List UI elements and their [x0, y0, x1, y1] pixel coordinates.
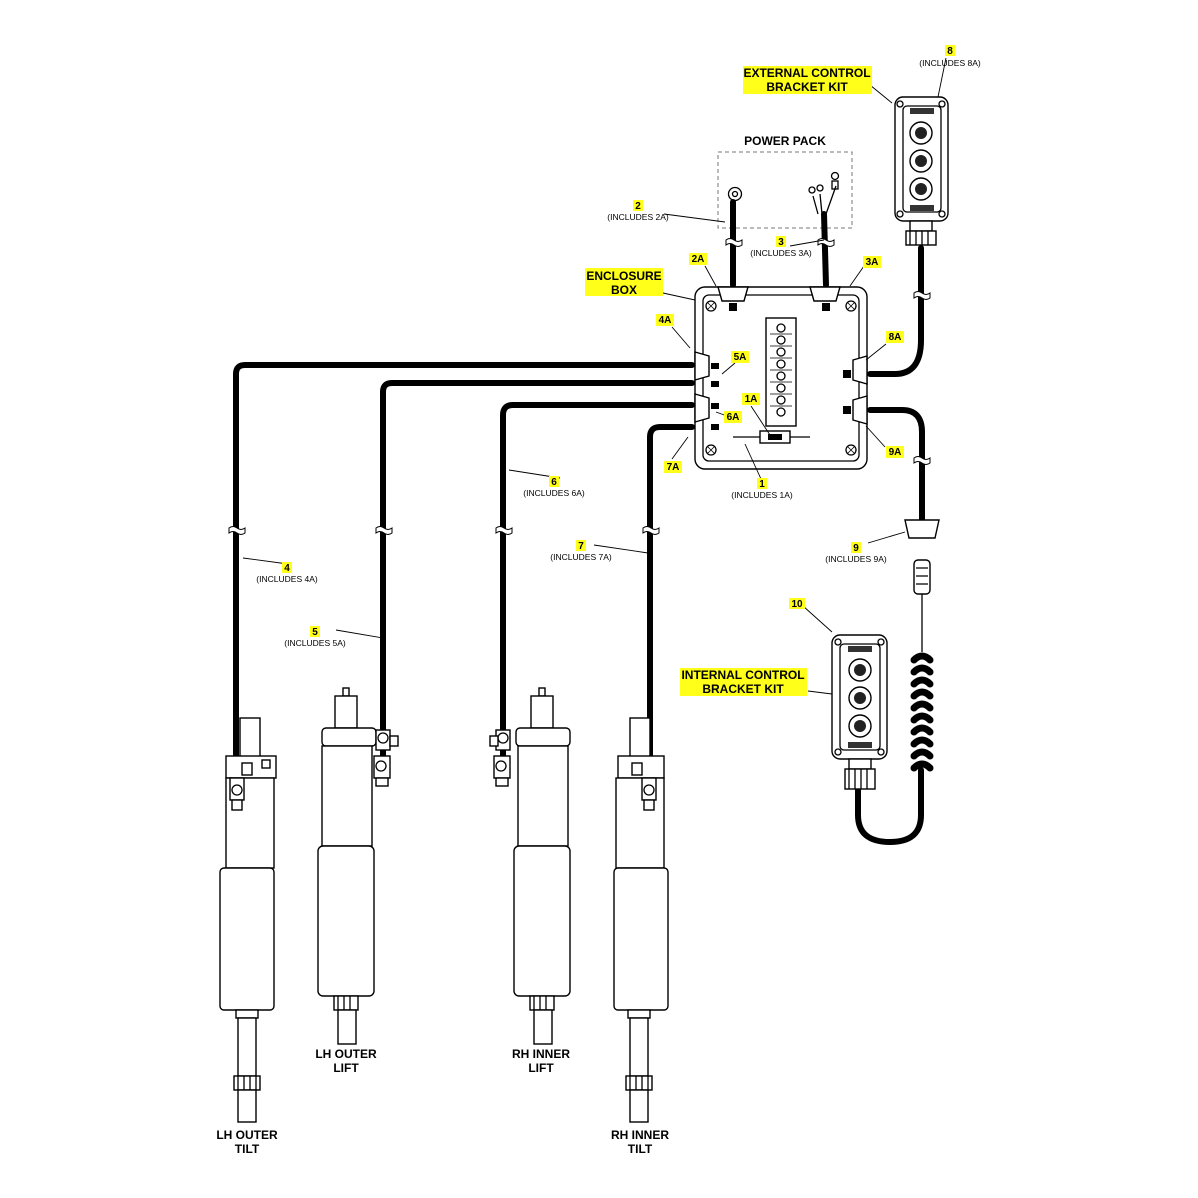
callout-3-sub: (INCLUDES 3A)	[750, 248, 812, 258]
callout-6-sub: (INCLUDES 6A)	[523, 488, 585, 498]
cables	[228, 199, 931, 845]
ext-pendant-button-2	[909, 149, 933, 173]
callout-9a: 9A	[889, 447, 902, 458]
rh-inner-lift-label-2: LIFT	[528, 1061, 554, 1075]
cylinder-rh-inner-tilt	[613, 717, 669, 1123]
external-control-pendant	[894, 96, 949, 246]
lh-outer-tilt-label-2: TILT	[235, 1142, 260, 1156]
callout-4-sub: (INCLUDES 4A)	[256, 574, 318, 584]
callout-6-number: 6	[551, 477, 557, 488]
callout-7a: 7A	[667, 462, 680, 473]
enclosure-label-2: BOX	[611, 283, 637, 297]
callout-7-sub: (INCLUDES 7A)	[550, 552, 612, 562]
callout-9-sub: (INCLUDES 9A)	[825, 554, 887, 564]
power-pack-label: POWER PACK	[744, 134, 826, 148]
int-pendant-button-3	[848, 714, 872, 738]
int-pendant-button-1	[848, 658, 872, 682]
int-pendant-button-2	[848, 686, 872, 710]
plug-connector	[904, 519, 940, 652]
leader-lines	[242, 57, 947, 695]
callout-8-sub: (INCLUDES 8A)	[919, 58, 981, 68]
coiled-cord	[910, 652, 934, 772]
cable-4	[233, 362, 695, 781]
callout-2-number: 2	[635, 201, 641, 212]
callout-4a: 4A	[659, 315, 672, 326]
power-pack: POWER PACK	[717, 134, 853, 229]
callout-3a: 3A	[866, 257, 879, 268]
callout-8a: 8A	[889, 332, 902, 343]
callout-1-number: 1	[759, 479, 765, 490]
internal-control-pendant	[831, 634, 888, 790]
ext-pendant-button-1	[909, 121, 933, 145]
cable-7	[647, 424, 695, 781]
lh-outer-lift-label-2: LIFT	[333, 1061, 359, 1075]
enclosure-box	[694, 286, 868, 470]
callout-2-sub: (INCLUDES 2A)	[607, 212, 669, 222]
callout-3-number: 3	[778, 237, 784, 248]
ext-ctrl-label-1: EXTERNAL CONTROL	[743, 66, 870, 80]
rh-inner-tilt-label-2: TILT	[628, 1142, 653, 1156]
int-ctrl-label-2: BRACKET KIT	[702, 682, 784, 696]
cable-5	[380, 380, 695, 763]
ext-pendant-button-3	[909, 177, 933, 201]
cylinder-lh-outer-tilt	[219, 717, 277, 1123]
callout-1-sub: (INCLUDES 1A)	[731, 490, 793, 500]
callout-8-number: 8	[947, 46, 953, 57]
ext-ctrl-label-2: BRACKET KIT	[766, 80, 848, 94]
cable-9	[867, 407, 925, 523]
callout-10-number: 10	[791, 599, 803, 610]
cylinder-lh-outer-lift	[317, 687, 399, 1045]
rh-inner-tilt-label-1: RH INNER	[611, 1128, 669, 1142]
fuse-holder	[733, 430, 810, 444]
callout-5-sub: (INCLUDES 5A)	[284, 638, 346, 648]
cable-6	[500, 402, 695, 763]
terminal-strip	[765, 317, 797, 427]
callout-4-number: 4	[284, 563, 290, 574]
int-ctrl-label-1: INTERNAL CONTROL	[681, 668, 804, 682]
lh-outer-tilt-label-1: LH OUTER	[216, 1128, 278, 1142]
rh-inner-lift-label-1: RH INNER	[512, 1047, 570, 1061]
cable-8	[867, 245, 924, 377]
callout-7-number: 7	[578, 541, 584, 552]
callout-9-number: 9	[853, 543, 859, 554]
callout-5-number: 5	[312, 627, 318, 638]
callout-1a: 1A	[745, 394, 758, 405]
enclosure-label-1: ENCLOSURE	[586, 269, 661, 283]
cable-coil-return	[855, 767, 924, 845]
callout-5a: 5A	[734, 352, 747, 363]
cable-3	[821, 211, 829, 288]
lh-outer-lift-label-1: LH OUTER	[315, 1047, 377, 1061]
callout-2a: 2A	[692, 254, 705, 265]
callout-6a: 6A	[727, 412, 740, 423]
cylinder-rh-inner-lift	[489, 687, 571, 1045]
